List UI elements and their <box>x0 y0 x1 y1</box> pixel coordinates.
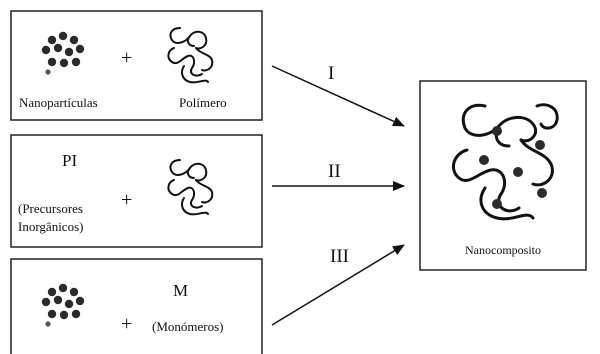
route-III-numeral: III <box>330 246 349 267</box>
polymer-label: Polímero <box>179 95 227 110</box>
monomers-label: (Monómeros) <box>152 319 224 334</box>
plus-sign-II: + <box>121 189 132 211</box>
plus-sign-III: + <box>121 313 132 335</box>
route-II-border <box>10 134 263 248</box>
inorganic-precursors-line1: (Precursores <box>18 201 83 216</box>
inorganic-precursors-line2: Inorgânicos) <box>18 219 83 234</box>
route-II-numeral: II <box>328 161 341 182</box>
route-II-box: PI (Precursores Inorgânicos) + <box>10 134 263 248</box>
nanocomposite-label: Nanocomposito <box>465 243 541 257</box>
route-I-numeral: I <box>328 63 334 84</box>
route-I-box: + Nanopartículas Polímero <box>10 10 263 121</box>
plus-sign-I: + <box>121 47 132 69</box>
nanoparticles-label: Nanopartículas <box>19 95 98 110</box>
nanocomposite-icon <box>451 103 559 221</box>
arrow-route-III <box>271 244 405 326</box>
arrow-route-I <box>271 65 405 127</box>
route-III-box: M + (Monómeros) <box>10 258 263 354</box>
nanocomposite-box: Nanocomposito <box>419 80 587 271</box>
route-III-border <box>10 258 263 354</box>
inorganic-precursors-title: PI <box>62 151 77 170</box>
monomers-title: M <box>173 281 188 300</box>
